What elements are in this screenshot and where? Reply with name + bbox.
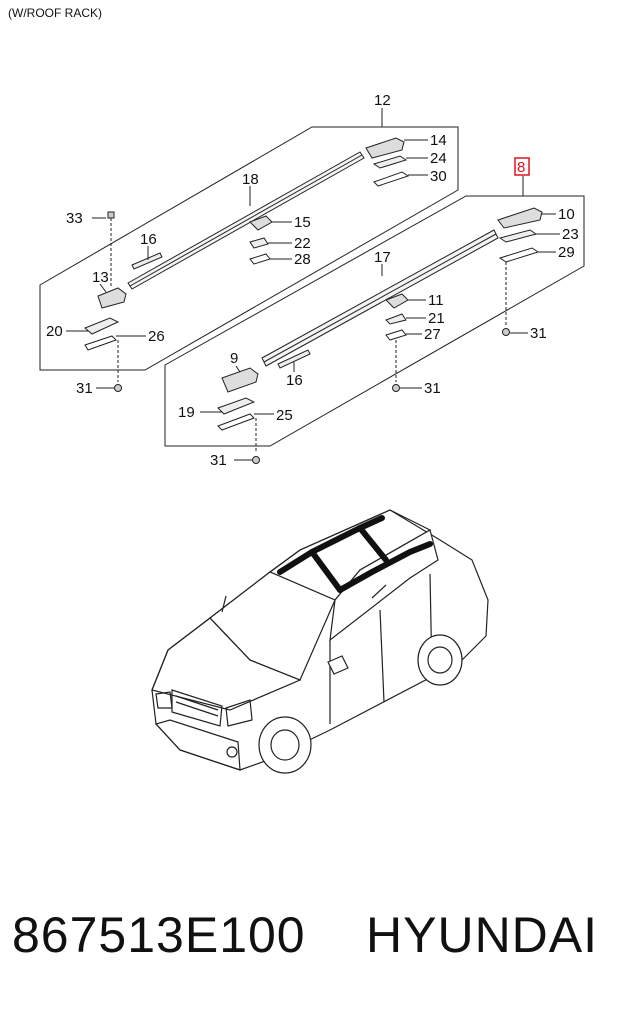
callout-16b: 16 [286, 372, 303, 389]
callout-20: 20 [46, 323, 63, 340]
callout-31d: 31 [210, 452, 227, 469]
left-rack-frame [39, 126, 459, 371]
callout-15: 15 [294, 214, 311, 231]
left-roof-rail [127, 151, 365, 290]
callout-22: 22 [294, 235, 311, 252]
callout-18: 18 [242, 171, 259, 188]
roof-rack-bars [277, 515, 433, 593]
callout-31a: 31 [76, 380, 93, 397]
callout-28: 28 [294, 251, 311, 268]
suv-illustration [151, 509, 489, 774]
highlight-box [514, 157, 530, 176]
callout-26: 26 [148, 328, 165, 345]
left-front-cover [84, 211, 127, 392]
right-rack-frame [164, 195, 585, 447]
callout-33: 33 [66, 210, 83, 227]
right-roof-rail [261, 229, 499, 367]
parts-diagram: 12 14 24 30 18 33 16 15 22 28 13 20 26 3… [39, 92, 585, 774]
callout-21: 21 [428, 310, 445, 327]
callout-19: 19 [178, 404, 195, 421]
callout-11: 11 [428, 292, 444, 309]
callout-17: 17 [374, 249, 391, 266]
callout-13: 13 [92, 269, 109, 286]
left-rear-cover [365, 137, 410, 187]
right-mid-cover [385, 293, 409, 392]
callout-29: 29 [558, 244, 575, 261]
callout-31b: 31 [530, 325, 547, 342]
callout-8: 8 [517, 159, 525, 176]
callout-9: 9 [230, 350, 238, 367]
callout-10: 10 [558, 206, 575, 223]
callout-31c: 31 [424, 380, 441, 397]
callout-14: 14 [430, 132, 447, 149]
right-strip [277, 349, 311, 369]
diagram-header: (W/ROOF RACK) [8, 6, 102, 20]
left-mid-cover [249, 215, 273, 265]
callout-30: 30 [430, 168, 447, 185]
callout-25: 25 [276, 407, 293, 424]
left-strip [131, 252, 163, 270]
right-front-cover [217, 367, 260, 464]
callout-24: 24 [430, 150, 447, 167]
callout-27: 27 [424, 326, 441, 343]
right-rear-cover [497, 207, 543, 336]
callout-12: 12 [374, 92, 391, 109]
part-number: 867513E100 [12, 907, 306, 963]
callout-23: 23 [562, 226, 579, 243]
brand-name: HYUNDAI [366, 907, 599, 963]
callout-16a: 16 [140, 231, 157, 248]
